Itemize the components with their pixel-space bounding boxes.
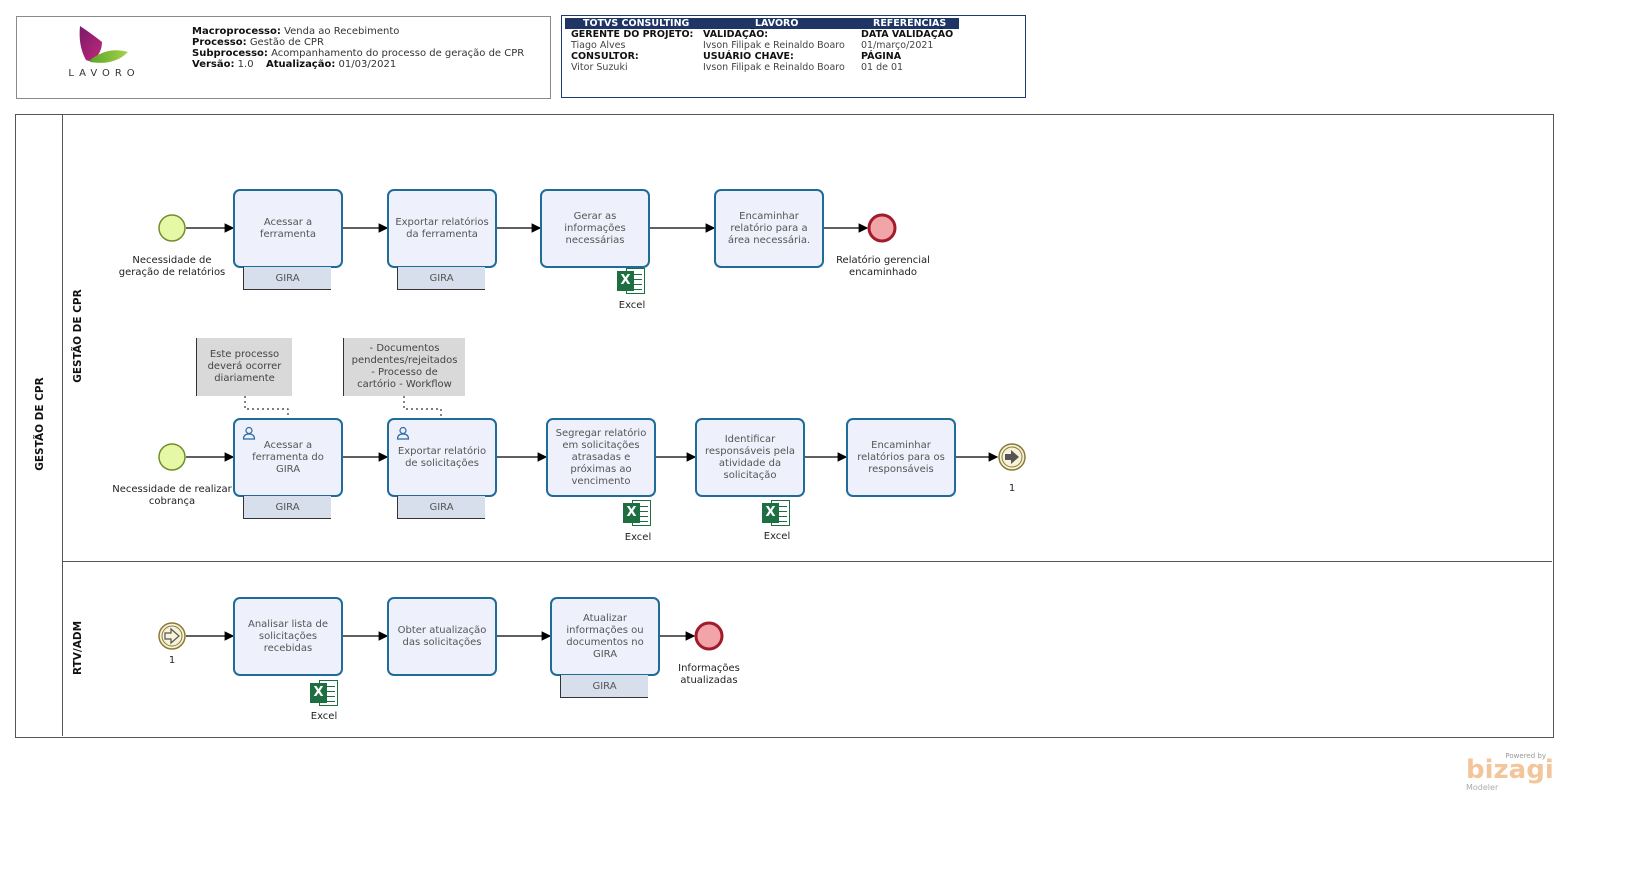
task-atualizar-informacoes-label: Atualizar informações ou documentos no G…: [566, 612, 644, 660]
consultor-value: Vitor Suzuki: [571, 62, 628, 73]
excel-label-r2-1: Excel: [624, 532, 652, 543]
task-encaminhar-relatorio-label: Encaminhar relatório para a área necessá…: [727, 210, 811, 246]
task-analisar-lista[interactable]: Analisar lista de solicitações recebidas: [233, 597, 343, 676]
project-table-header: TOTVS CONSULTING LAVORO REFERÊNCIAS: [565, 18, 959, 29]
usuario-value: Ivson Filipak e Reinaldo Boaro: [703, 62, 845, 73]
task-exportar-relatorios-label: Exportar relatórios da ferramenta: [395, 216, 489, 240]
task-identificar-responsaveis[interactable]: Identificar responsáveis pela atividade …: [695, 418, 805, 497]
pool-divider: [62, 114, 63, 736]
macroprocesso-label: Macroprocesso:: [192, 26, 281, 37]
atualizacao-value: 01/03/2021: [338, 59, 397, 70]
meta-atualizacao: Atualização: 01/03/2021: [266, 59, 396, 71]
task-identificar-responsaveis-label: Identificar responsáveis pela atividade …: [704, 433, 796, 481]
data-store-gira-r1-2: GIRA: [397, 267, 485, 290]
versao-label: Versão:: [192, 59, 235, 70]
subprocesso-value: Acompanhamento do processo de geração de…: [271, 48, 525, 59]
end-event-relatorio-gerencial-label: Relatório gerencial encaminhado: [836, 255, 930, 278]
data-store-gira-l2: GIRA: [560, 675, 648, 698]
task-analisar-lista-label: Analisar lista de solicitações recebidas: [248, 618, 328, 654]
data-store-gira-r2-1: GIRA: [243, 496, 331, 519]
task-acessar-ferramenta-gira-label: Acessar a ferramenta do GIRA: [252, 439, 324, 475]
atualizacao-label: Atualização:: [266, 59, 336, 70]
validacao-value: Ivson Filipak e Reinaldo Boaro: [703, 40, 845, 51]
meta-processo: Processo: Gestão de CPR: [192, 37, 324, 49]
link-throw-event: [998, 443, 1026, 471]
task-segregar-relatorio[interactable]: Segregar relatório em solicitações atras…: [546, 418, 656, 497]
task-encaminhar-relatorios-label: Encaminhar relatórios para os responsáve…: [857, 439, 945, 475]
task-obter-atualizacao[interactable]: Obter atualização das solicitações: [387, 597, 497, 676]
consultor-label: CONSULTOR:: [571, 51, 639, 62]
task-obter-atualizacao-label: Obter atualização das solicitações: [397, 624, 487, 648]
gerente-value: Tiago Alves: [571, 40, 626, 51]
data-validacao-label: DATA VALIDAÇÃO: [861, 29, 954, 40]
meta-versao: Versão: 1.0: [192, 59, 254, 71]
excel-icon: X: [617, 268, 647, 294]
validacao-label: VALIDAÇÃO:: [703, 29, 769, 40]
task-encaminhar-relatorio[interactable]: Encaminhar relatório para a área necessá…: [714, 189, 824, 268]
task-exportar-solicitacoes-label: Exportar relatório de solicitações: [397, 445, 487, 469]
excel-label-r2-2: Excel: [763, 531, 791, 542]
start-event-relatorios: [158, 214, 186, 242]
excel-icon: X: [762, 500, 792, 526]
header-lavoro: LAVORO: [755, 18, 799, 29]
task-segregar-relatorio-label: Segregar relatório em solicitações atras…: [555, 427, 647, 487]
data-validacao-value: 01/março/2021: [861, 40, 934, 51]
end-event-relatorio-gerencial: [867, 213, 897, 243]
link-throw-event-label: 1: [1008, 483, 1016, 494]
processo-value: Gestão de CPR: [249, 37, 324, 48]
annotation-documentos: - Documentos pendentes/rejeitados - Proc…: [343, 338, 465, 396]
task-exportar-solicitacoes[interactable]: Exportar relatório de solicitações: [387, 418, 497, 497]
process-pool: [15, 114, 1554, 738]
bizagi-modeler-text: Modeler: [1466, 783, 1499, 792]
meta-subprocesso: Subprocesso: Acompanhamento do processo …: [192, 48, 524, 60]
task-gerar-informacoes-label: Gerar as informações necessárias: [564, 210, 626, 246]
task-exportar-relatorios[interactable]: Exportar relatórios da ferramenta: [387, 189, 497, 268]
task-encaminhar-relatorios[interactable]: Encaminhar relatórios para os responsáve…: [846, 418, 956, 497]
task-gerar-informacoes[interactable]: Gerar as informações necessárias: [540, 189, 650, 268]
pagina-value: 01 de 01: [861, 62, 904, 73]
start-event-cobranca: [158, 443, 186, 471]
lavoro-logo-mark: [79, 26, 128, 63]
lavoro-logo: LAVORO: [56, 24, 152, 84]
excel-label-l2: Excel: [310, 711, 338, 722]
start-event-cobranca-label: Necessidade de realizar cobrança: [112, 484, 232, 507]
macroprocesso-value: Venda ao Recebimento: [284, 26, 400, 37]
project-info-box: [561, 15, 1026, 98]
link-catch-event: [158, 622, 186, 650]
task-acessar-ferramenta[interactable]: Acessar a ferramenta: [233, 189, 343, 268]
task-atualizar-informacoes[interactable]: Atualizar informações ou documentos no G…: [550, 597, 660, 676]
excel-icon: X: [623, 500, 653, 526]
bizagi-logo: Powered by bizagi Modeler: [1466, 752, 1554, 794]
link-catch-event-label: 1: [168, 655, 176, 666]
data-store-gira-r1-1: GIRA: [243, 267, 331, 290]
header-referencias: REFERÊNCIAS: [873, 18, 947, 29]
annotation-diariamente: Este processo deverá ocorrer diariamente: [196, 338, 292, 396]
note-association-2: [403, 396, 442, 418]
powered-by-text: Powered by: [1505, 752, 1546, 760]
data-store-gira-r2-2: GIRA: [397, 496, 485, 519]
pagina-label: PÁGINA: [861, 51, 902, 62]
end-event-informacoes: [694, 621, 724, 651]
excel-icon: X: [310, 680, 340, 706]
note-association-1: [244, 396, 289, 418]
bizagi-name: bizagi: [1466, 755, 1554, 785]
gerente-label: GERENTE DO PROJETO:: [571, 29, 694, 40]
processo-label: Processo:: [192, 37, 247, 48]
meta-macroprocesso: Macroprocesso: Venda ao Recebimento: [192, 26, 399, 38]
user-task-icon: [242, 426, 256, 443]
lane-divider: [62, 561, 1552, 562]
header-totvs: TOTVS CONSULTING: [583, 18, 690, 29]
start-event-relatorios-label: Necessidade de geração de relatórios: [118, 255, 226, 278]
versao-value: 1.0: [237, 59, 254, 70]
lavoro-logo-text: LAVORO: [68, 68, 140, 79]
user-task-icon: [396, 426, 410, 443]
subprocesso-label: Subprocesso:: [192, 48, 268, 59]
usuario-label: USUÁRIO CHAVE:: [703, 51, 794, 62]
end-event-informacoes-label: Informações atualizadas: [678, 663, 740, 686]
task-acessar-ferramenta-label: Acessar a ferramenta: [259, 216, 317, 240]
excel-label-r1: Excel: [618, 300, 646, 311]
task-acessar-ferramenta-gira[interactable]: Acessar a ferramenta do GIRA: [233, 418, 343, 497]
